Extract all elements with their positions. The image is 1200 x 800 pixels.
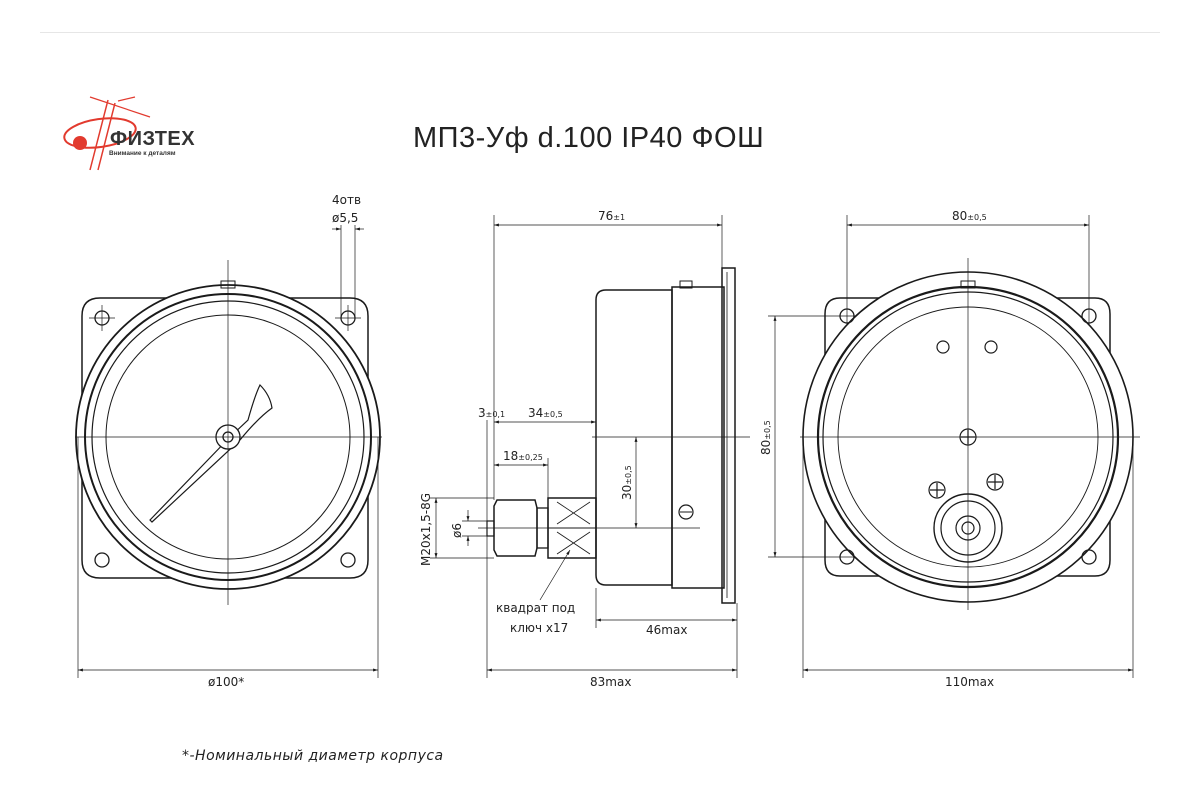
hole-spacing-horizontal: 80±0,5	[952, 209, 987, 223]
pointer	[149, 383, 273, 523]
nipple-diameter: ø6	[450, 523, 464, 538]
depth-dim: 46max	[646, 623, 687, 637]
offset-dim: 34±0,5	[528, 406, 563, 420]
gap-dim: 3±0,1	[478, 406, 505, 420]
wrench-note-line1: квадрат под	[496, 601, 575, 615]
length-dim: 76±1	[598, 209, 625, 223]
logo-mark-icon	[63, 96, 151, 171]
total-length-dim: 83max	[590, 675, 631, 689]
hole-spacing-vertical: 80±0,5	[759, 420, 773, 455]
page-title: МП3-Уф d.100 IP40 ФОШ	[413, 122, 765, 154]
holes-diameter-label: ø5,5	[332, 211, 358, 225]
fiztech-logo: ФИЗТЕХ Внимание к деталям	[60, 95, 210, 175]
back-view	[768, 215, 1140, 678]
side-view	[430, 215, 750, 678]
logo-tagline: Внимание к деталям	[109, 150, 176, 157]
footnote: *-Номинальный диаметр корпуса	[182, 748, 444, 764]
axis-offset-dim: 30±0,5	[620, 465, 634, 500]
thread-label: M20x1,5-8G	[419, 493, 433, 566]
width-dim: 110max	[945, 675, 994, 689]
thread-length-dim: 18±0,25	[503, 449, 543, 463]
front-view	[75, 225, 382, 678]
wrench-note-line2: ключ x17	[510, 621, 568, 635]
diameter-dim-label: ø100*	[208, 675, 244, 689]
top-divider	[40, 32, 1160, 33]
logo-name: ФИЗТЕХ	[110, 128, 196, 150]
holes-count-label: 4отв	[332, 193, 361, 207]
